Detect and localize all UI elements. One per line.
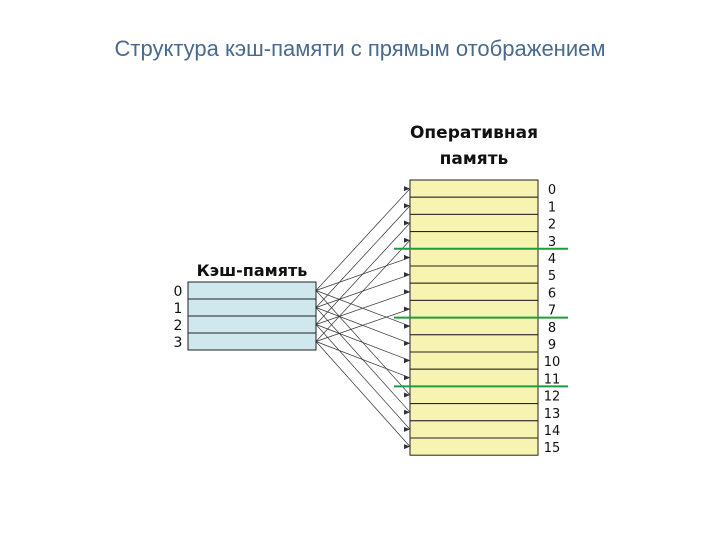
memory-row-index: 12 [544,390,561,405]
arrow-head [404,340,410,346]
arrow-head [404,444,410,450]
memory-row [409,334,539,353]
arrow-head [404,306,410,312]
arrow-head [404,186,410,192]
memory-title-line2: память [440,149,509,169]
page-title: Структура кэш-памяти с прямым отображени… [114,36,606,61]
cache-title: Кэш-память [197,261,308,280]
mapping-line [315,307,411,413]
mapping-line [315,205,411,308]
memory-row [409,231,539,250]
memory-row [409,368,539,387]
mapping-line [315,188,411,291]
memory-row-index: 15 [544,441,561,456]
memory-row [409,437,539,456]
memory-row-index: 4 [548,252,556,267]
cache-row [187,332,317,351]
memory-row-index: 10 [544,355,561,370]
memory-row [409,265,539,284]
memory-row-index: 0 [548,183,556,198]
memory-row [409,196,539,215]
memory-row [409,385,539,405]
arrow-head [404,323,410,329]
cache-row [187,281,317,300]
cache-row-index: 1 [174,301,183,317]
cache-row-index: 0 [174,284,183,300]
memory-row-index: 2 [548,218,556,233]
cache-row-index: 3 [174,335,183,351]
mapping-line [315,257,411,291]
cache-row [187,315,317,334]
memory-row [409,248,539,267]
memory-row-index: 6 [548,286,556,301]
arrow-head [404,254,410,260]
arrow-head [404,358,410,364]
memory-row-index: 3 [548,235,556,250]
mapping-line [315,307,411,344]
memory-row-index: 9 [548,338,556,353]
memory-row-index: 11 [544,372,561,387]
memory-row-index: 5 [548,269,556,284]
arrow-head [404,289,410,295]
group-boundary-markers [394,247,568,388]
memory-row [409,179,539,198]
memory-row-index: 14 [544,424,561,439]
memory-row-index: 7 [548,304,556,319]
mapping-line [315,341,411,447]
arrow-head [404,375,410,381]
cache-row [187,298,317,317]
memory-row-index: 8 [548,321,556,336]
arrow-head [404,409,410,415]
memory-row [409,213,539,233]
arrow-head [404,220,410,226]
memory-row-index: 1 [548,200,556,215]
arrow-head [404,237,410,243]
cache-row-index: 2 [174,318,183,334]
arrow-head [404,203,410,209]
arrow-head [404,272,410,278]
arrow-head [404,426,410,432]
memory-row [409,403,539,422]
mapping-line [315,290,411,396]
memory-row [409,299,539,319]
memory-row [409,420,539,439]
memory-title-line1: Оперативная [410,123,538,143]
mapping-line [315,324,411,430]
mapping-lines [315,186,411,450]
memory-row-index: 13 [544,407,561,422]
mapping-line [315,274,411,308]
mapping-line [315,290,411,327]
arrow-head [404,392,410,398]
memory-row [409,282,539,301]
memory-row [409,317,539,336]
memory-row [409,351,539,370]
